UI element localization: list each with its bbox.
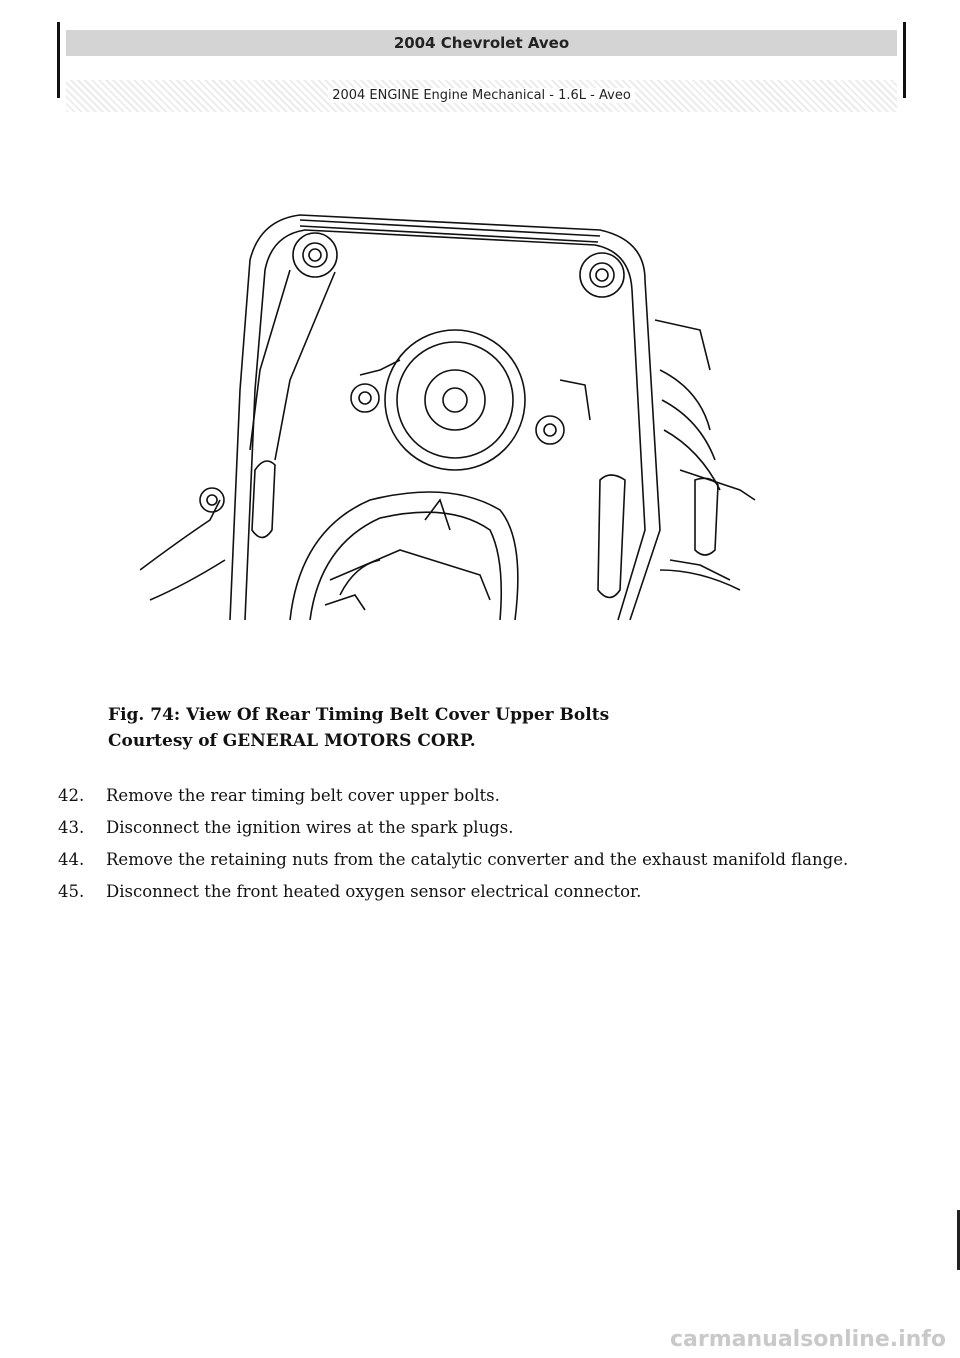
watermark: carmanualsonline.info (670, 1327, 946, 1352)
step-text: Disconnect the ignition wires at the spa… (106, 818, 514, 837)
document-subtitle: 2004 ENGINE Engine Mechanical - 1.6L - A… (66, 80, 897, 112)
upper-left-bolt (292, 232, 338, 278)
step-text: Disconnect the front heated oxygen senso… (106, 882, 642, 901)
tensioner-pulley (359, 329, 591, 471)
page-header: 2004 Chevrolet Aveo 2004 ENGINE Engine M… (57, 22, 906, 112)
page-edge-marker (957, 1210, 960, 1270)
step-text: Remove the retaining nuts from the catal… (106, 850, 849, 869)
step-item: 44. Remove the retaining nuts from the ca… (58, 844, 848, 876)
document-title: 2004 Chevrolet Aveo (66, 30, 897, 56)
timing-belt-cover-illustration (140, 214, 756, 621)
caption-title: Fig. 74: View Of Rear Timing Belt Cover … (108, 705, 610, 725)
tensioner-left-bolt (350, 383, 380, 413)
step-item: 45. Disconnect the front heated oxygen se… (58, 876, 848, 908)
step-number: 42. (58, 786, 85, 805)
procedure-steps: 42. Remove the rear timing belt cover upp… (58, 780, 848, 908)
step-text: Remove the rear timing belt cover upper … (106, 786, 500, 805)
step-number: 45. (58, 882, 85, 901)
step-item: 43. Disconnect the ignition wires at the … (58, 812, 848, 844)
document-subtitle-text: 2004 ENGINE Engine Mechanical - 1.6L - A… (328, 88, 635, 103)
side-bolt (199, 487, 225, 513)
caption-credit: Courtesy of GENERAL MOTORS CORP. (108, 731, 476, 751)
figure-caption: Fig. 74: View Of Rear Timing Belt Cover … (108, 702, 609, 754)
upper-right-bolt (579, 252, 625, 298)
step-number: 44. (58, 850, 85, 869)
tensioner-right-bolt (535, 415, 565, 445)
step-number: 43. (58, 818, 85, 837)
step-item: 42. Remove the rear timing belt cover upp… (58, 780, 848, 812)
